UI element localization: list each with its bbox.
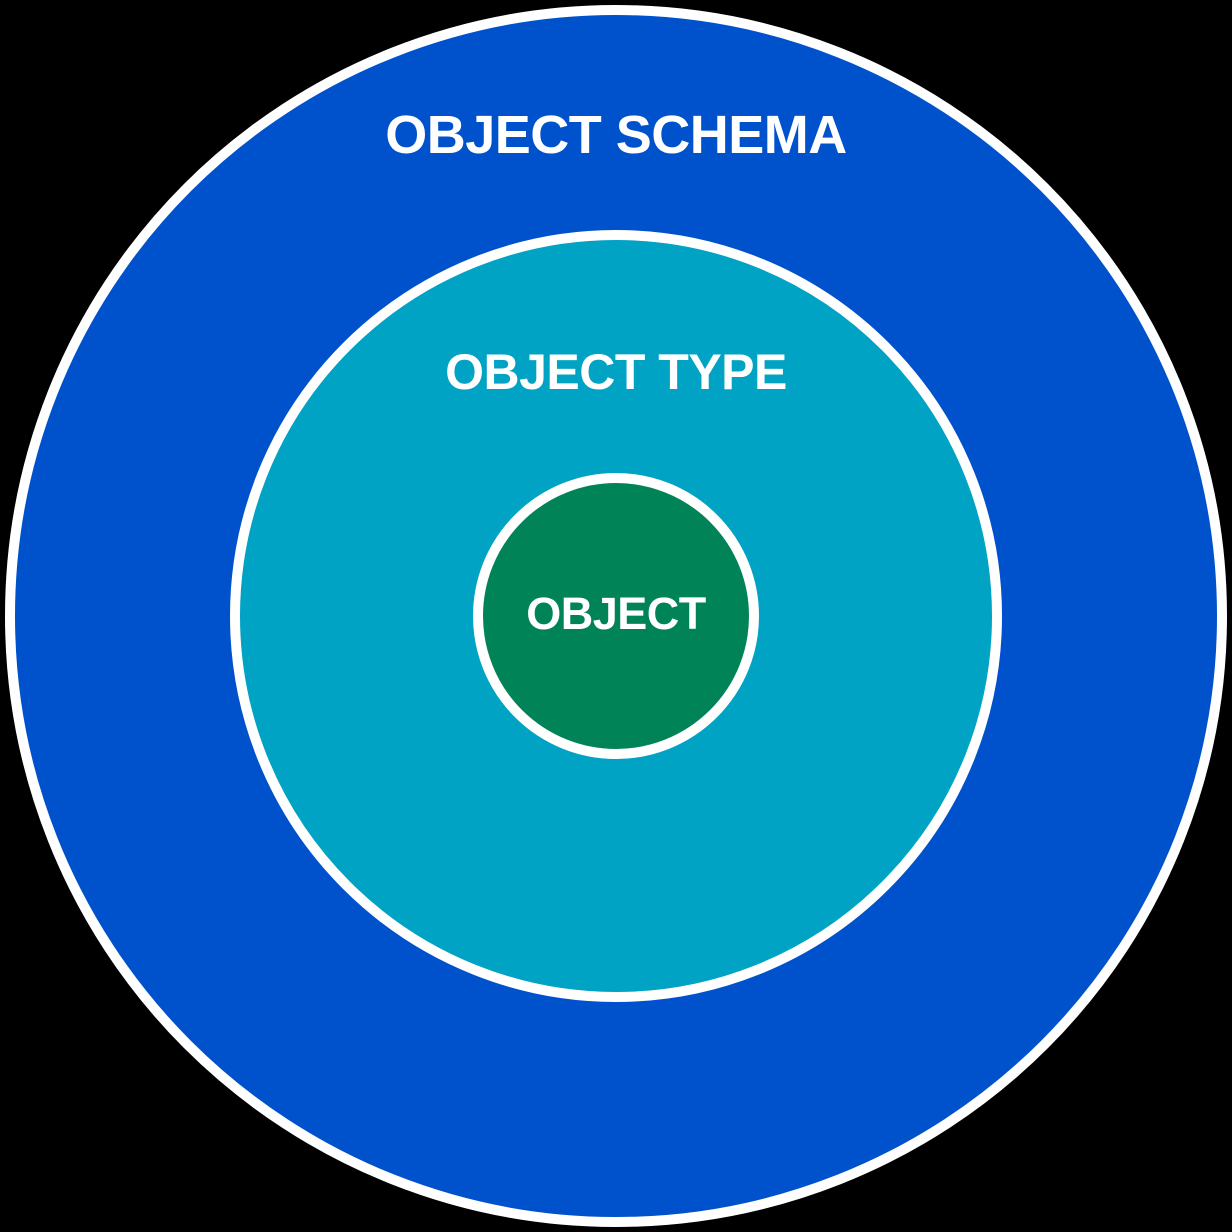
circle-object[interactable] — [473, 473, 759, 759]
label-object-type: OBJECT TYPE — [445, 344, 787, 400]
label-object: OBJECT — [526, 588, 706, 639]
label-object-schema: OBJECT SCHEMA — [385, 105, 847, 165]
